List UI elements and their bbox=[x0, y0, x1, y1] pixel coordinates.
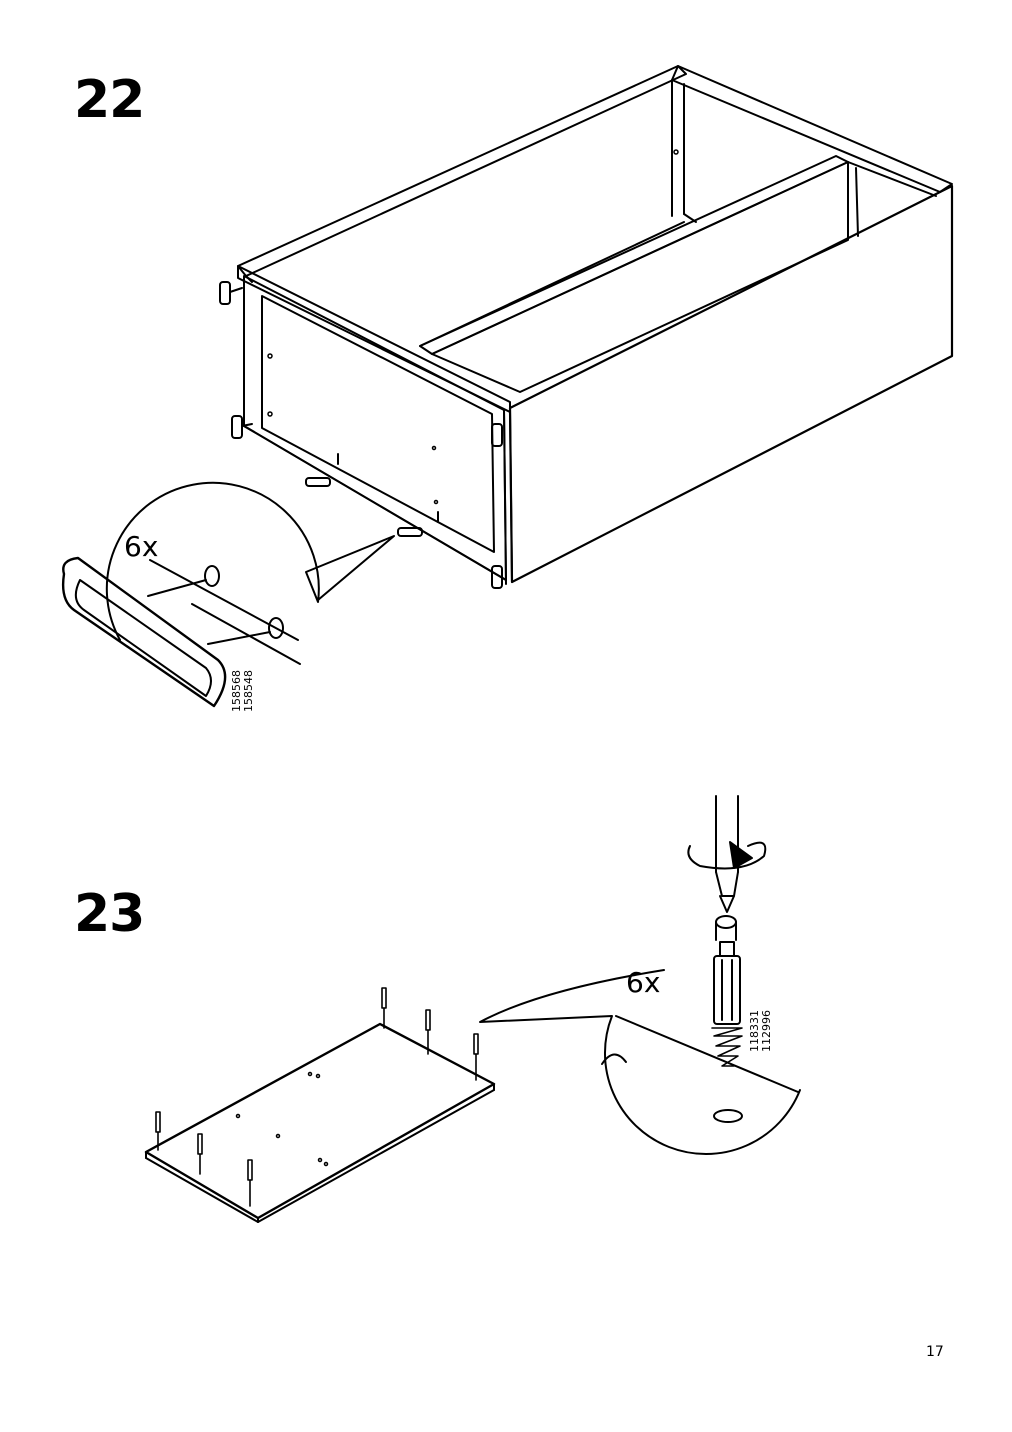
page-number: 17 bbox=[926, 1344, 944, 1360]
step-number: 23 bbox=[74, 884, 145, 944]
part-number: 158548 bbox=[242, 670, 255, 712]
panel-with-dowels-illustration bbox=[144, 987, 496, 1223]
part-numbers: 158568 158548 bbox=[230, 670, 255, 712]
drawer-frame-illustration bbox=[219, 65, 954, 589]
part-numbers: 118331 112996 bbox=[748, 1010, 773, 1052]
dowel-detail-callout bbox=[479, 795, 801, 1155]
quantity-label: 6x bbox=[626, 966, 661, 999]
quantity-label: 6x bbox=[124, 530, 159, 563]
handle-detail-callout bbox=[61, 481, 395, 708]
step-number: 22 bbox=[74, 70, 145, 130]
part-number: 112996 bbox=[760, 1010, 773, 1052]
